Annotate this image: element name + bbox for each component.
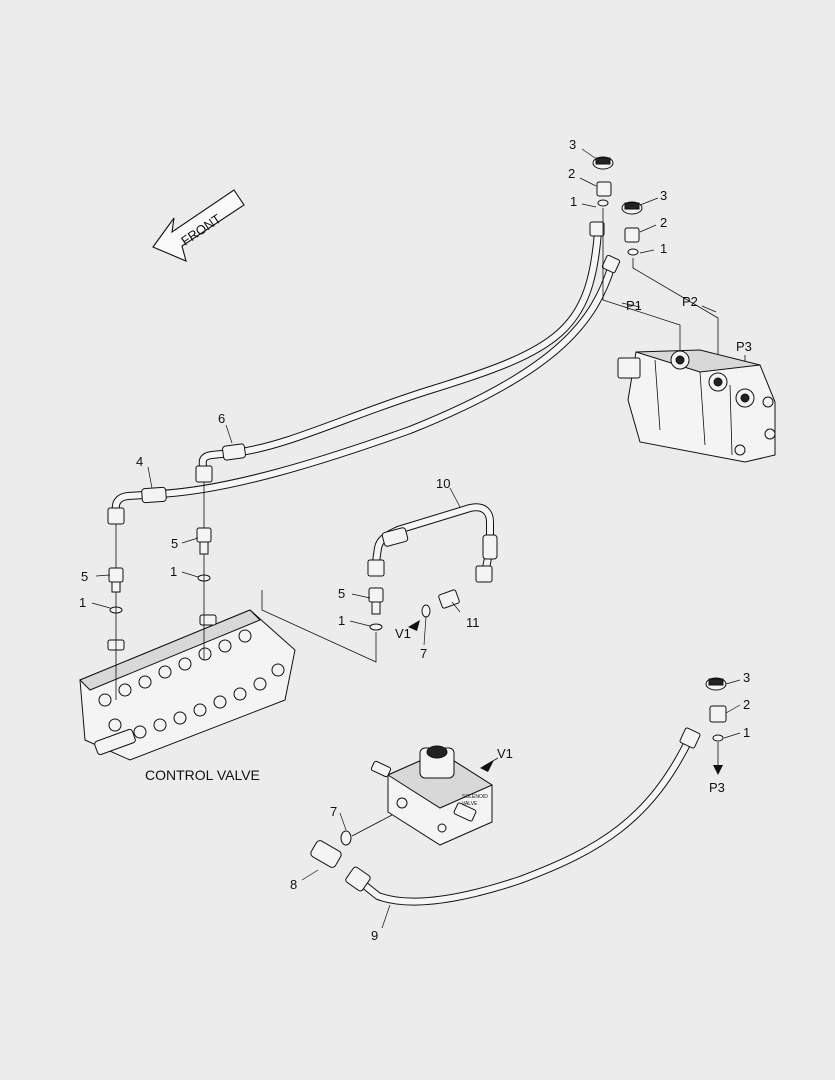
port-label-v1-lower: V1 bbox=[497, 746, 513, 761]
callout-5-center: 5 bbox=[171, 536, 178, 551]
callout-7-lower: 7 bbox=[330, 804, 337, 819]
valve-fittings bbox=[107, 465, 460, 700]
hose-9 bbox=[345, 727, 701, 906]
port-labels: P1 P2 P3 P3 V1 V1 bbox=[395, 294, 752, 795]
elbow-fitting-8 bbox=[310, 814, 393, 868]
hydraulic-pump bbox=[617, 349, 776, 463]
pump-fittings-p3 bbox=[705, 677, 727, 742]
port-label-v1-upper: V1 bbox=[395, 626, 411, 641]
callout-5-right: 5 bbox=[338, 586, 345, 601]
callout-1-right: 1 bbox=[338, 613, 345, 628]
valve-plate-text-1: SOLENOID bbox=[462, 794, 488, 800]
callout-1-p1: 1 bbox=[570, 194, 577, 209]
callout-2-p2: 2 bbox=[660, 215, 667, 230]
callout-10: 10 bbox=[436, 476, 450, 491]
callout-1-center: 1 bbox=[170, 564, 177, 579]
valve-plate-text-2: VALVE bbox=[462, 801, 478, 807]
callout-8: 8 bbox=[290, 877, 297, 892]
callout-1-p2: 1 bbox=[660, 241, 667, 256]
control-valve bbox=[79, 609, 296, 761]
hose-4 bbox=[111, 254, 621, 514]
port-label-p2: P2 bbox=[682, 294, 698, 309]
callout-11: 11 bbox=[466, 615, 480, 630]
pump-fittings-p1 bbox=[592, 156, 614, 207]
front-direction-arrow: FRONT bbox=[152, 189, 245, 262]
callout-3-p2: 3 bbox=[660, 188, 667, 203]
callout-9: 9 bbox=[371, 928, 378, 943]
callout-2-p1: 2 bbox=[568, 166, 575, 181]
hose-6 bbox=[198, 221, 605, 470]
callout-leaders bbox=[91, 148, 741, 929]
pump-fittings-p2 bbox=[621, 201, 643, 256]
port-label-p1: P1 bbox=[626, 298, 642, 313]
hose-10 bbox=[367, 503, 498, 583]
callout-6: 6 bbox=[218, 411, 225, 426]
control-valve-label: CONTROL VALVE bbox=[145, 767, 260, 783]
port-label-p3-outlet: P3 bbox=[709, 780, 725, 795]
callout-2-p3: 2 bbox=[743, 697, 750, 712]
callout-4: 4 bbox=[136, 454, 143, 469]
callout-7-upper: 7 bbox=[420, 646, 427, 661]
callout-3-p3: 3 bbox=[743, 670, 750, 685]
callout-3-p1: 3 bbox=[569, 137, 576, 152]
callout-1-left: 1 bbox=[79, 595, 86, 610]
port-label-p3: P3 bbox=[736, 339, 752, 354]
callout-5-left: 5 bbox=[81, 569, 88, 584]
callout-labels: 3 2 1 3 2 1 6 4 5 5 1 1 10 5 1 11 7 3 2 … bbox=[79, 137, 750, 943]
solenoid-valve: SOLENOID VALVE bbox=[370, 745, 499, 846]
callout-1-p3: 1 bbox=[743, 725, 750, 740]
p3-outlet-arrow bbox=[713, 742, 723, 775]
